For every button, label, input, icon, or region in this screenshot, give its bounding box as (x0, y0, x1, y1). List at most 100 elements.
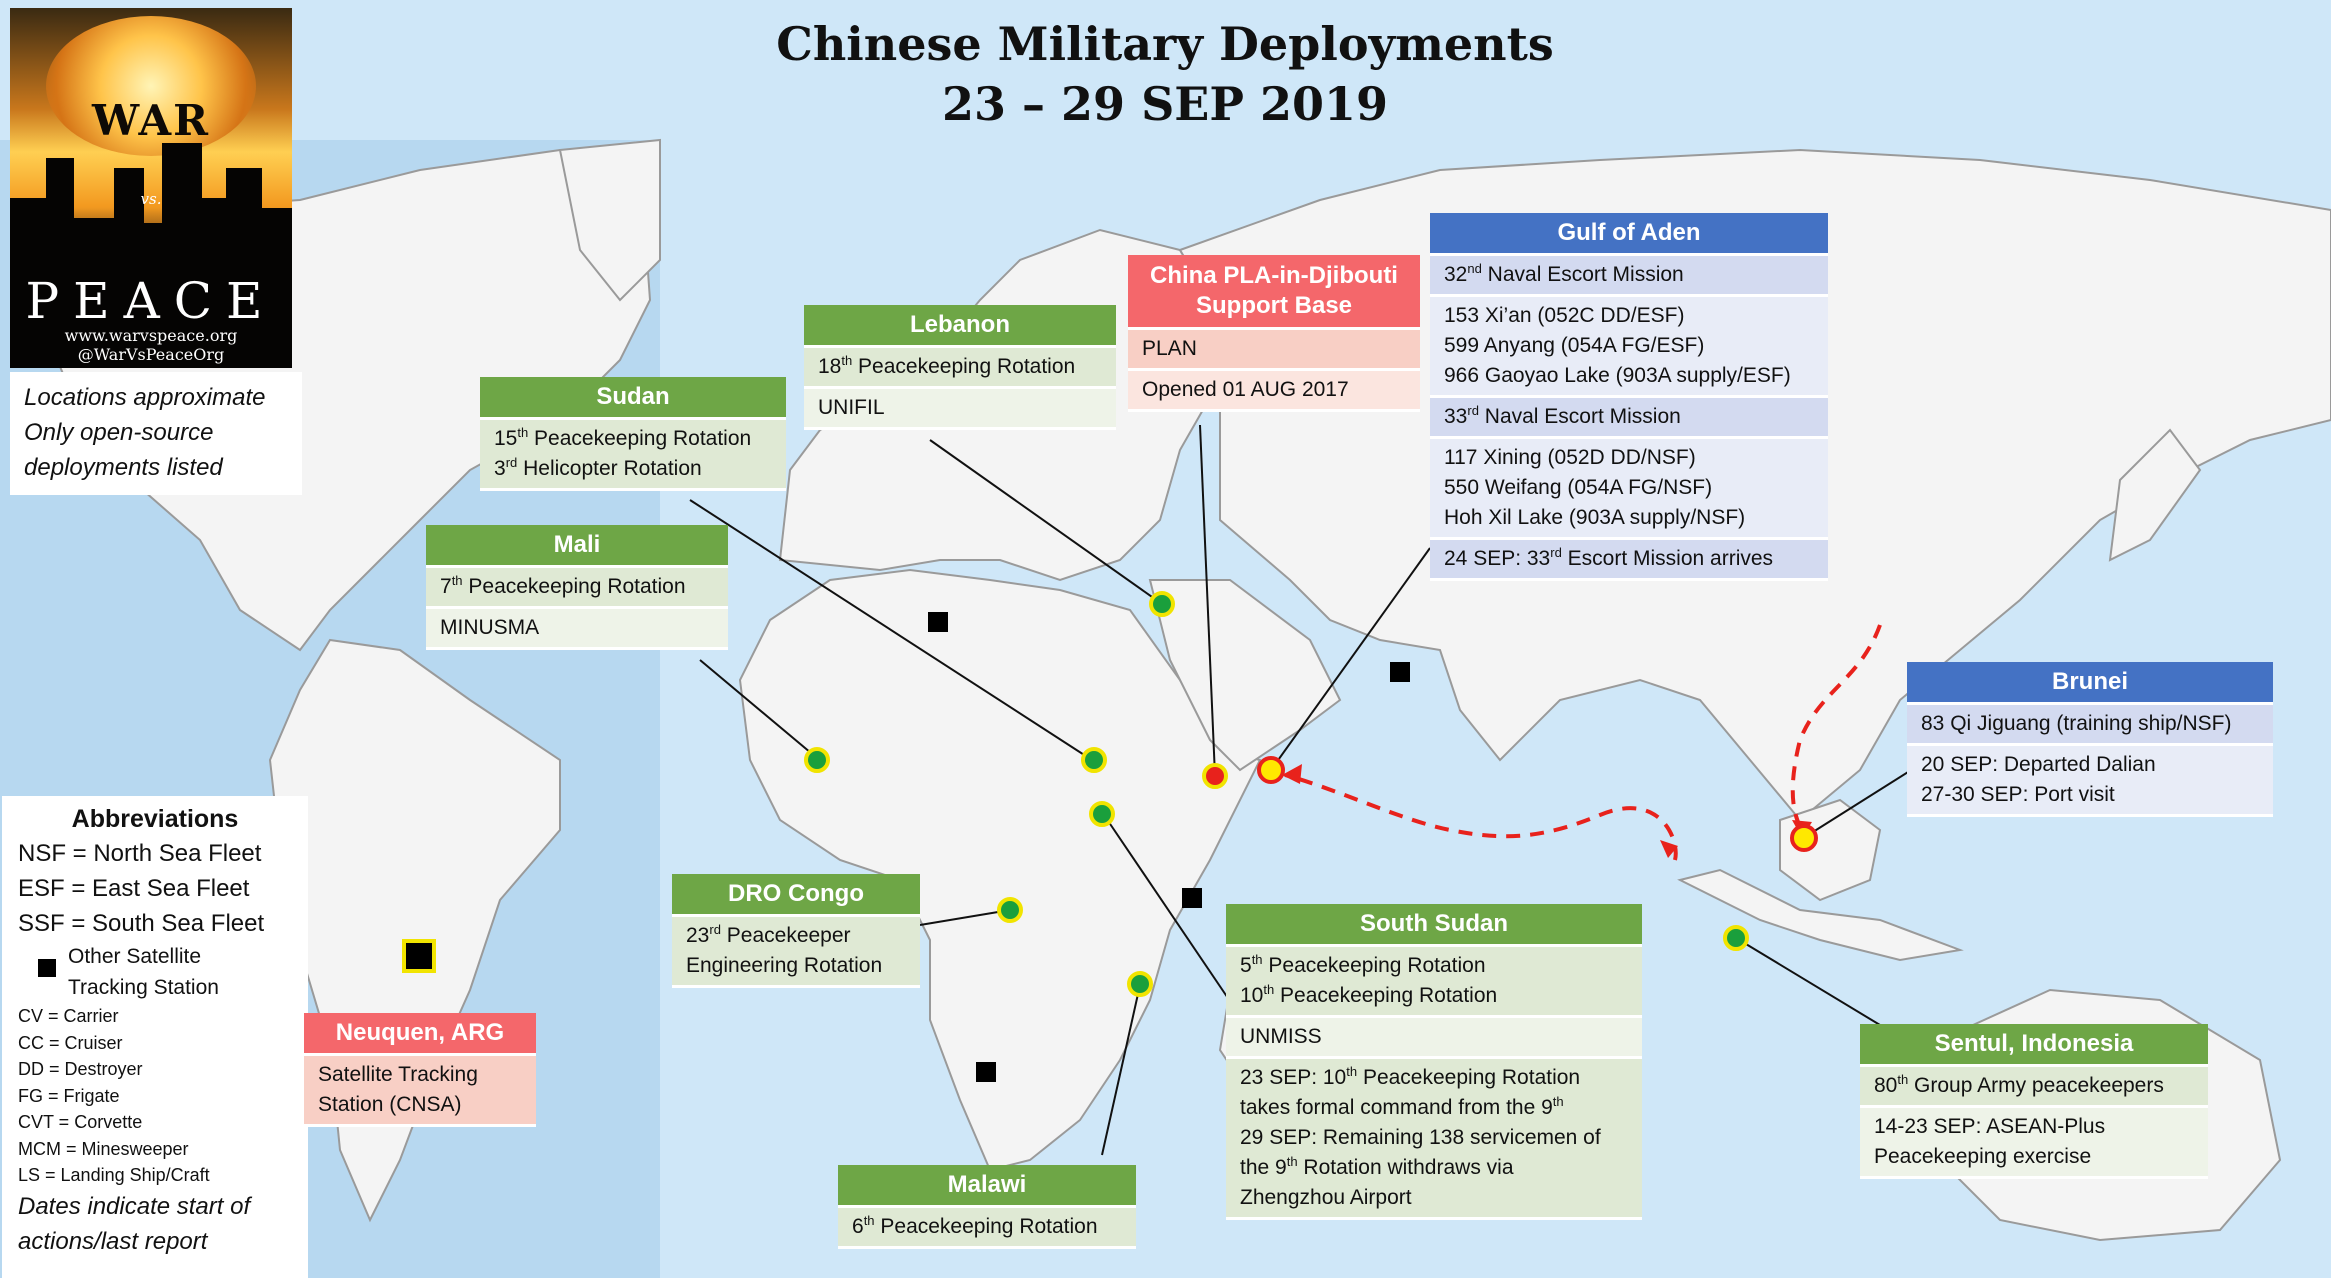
sat-station-neuquen (402, 939, 436, 973)
ordinal-suffix: rd (1467, 403, 1479, 418)
skyline-building (142, 223, 164, 368)
marker-gulf-of-aden (1257, 756, 1285, 784)
title-line-1: Chinese Military Deployments (776, 17, 1554, 71)
row-text: 29 SEP: Remaining 138 servicemen of (1240, 1126, 1601, 1149)
row-text: 24 SEP: 33 (1444, 547, 1551, 570)
row-text: Station (CNSA) (318, 1093, 462, 1116)
skyline-building (114, 168, 144, 368)
row-text: Peacekeeping Rotation (852, 355, 1076, 378)
sentul-box: Sentul, Indonesia 80th Group Army peacek… (1860, 1024, 2208, 1179)
logo-url[interactable]: www.warvspeace.org (64, 326, 238, 345)
ordinal-number: 3 (494, 457, 506, 480)
ordinal-number: 7 (440, 575, 452, 598)
leader-line-congo (919, 909, 1011, 926)
mission-32: 32nd Naval Escort Mission (1430, 256, 1828, 297)
skyline-building (226, 168, 262, 368)
ordinal-number: 80 (1874, 1074, 1898, 1097)
ordinal-suffix: th (1251, 952, 1263, 967)
leader-line-ssudan (1101, 811, 1237, 1011)
row-text: 14-23 SEP: ASEAN-Plus (1874, 1115, 2106, 1138)
sudan-rotations: 15th Peacekeeping Rotation 3rd Helicopte… (480, 420, 786, 491)
title-line-2: 23 – 29 SEP 2019 (942, 77, 1388, 131)
row-text: Peacekeeper (720, 924, 851, 947)
sat-station-pakistan (1390, 662, 1410, 682)
sat-station-algeria (928, 612, 948, 632)
row-text: Peacekeeping Rotation (874, 1215, 1098, 1238)
marker-mali (804, 747, 830, 773)
note-line: Only open-source (24, 419, 214, 446)
locations-note: Locations approximate Only open-source d… (10, 372, 302, 495)
skyline-building (72, 218, 118, 368)
marker-south-sudan (1089, 801, 1115, 827)
marker-congo (997, 897, 1023, 923)
ordinal-suffix: th (841, 353, 853, 368)
skyline-building (200, 198, 228, 368)
marker-lebanon (1149, 591, 1175, 617)
ship-line: 966 Gaoyao Lake (903A supply/ESF) (1444, 364, 1791, 387)
ordinal-suffix: th (451, 573, 463, 588)
djibouti-box: China PLA-in-Djibouti Support Base PLAN … (1128, 255, 1420, 412)
djibouti-header: China PLA-in-Djibouti Support Base (1128, 255, 1420, 330)
abbrev-cvt: CVT = Corvette (18, 1112, 143, 1132)
abbrev-dd: DD = Destroyer (18, 1059, 143, 1079)
skyline-building (46, 158, 74, 368)
ordinal-number: 18 (818, 355, 842, 378)
lebanon-rotation: 18th Peacekeeping Rotation (804, 348, 1116, 389)
row-text: Peacekeeping exercise (1874, 1145, 2092, 1168)
south-sudan-events: 23 SEP: 10th Peacekeeping Rotation takes… (1226, 1059, 1642, 1220)
mission-33: 33rd Naval Escort Mission (1430, 398, 1828, 439)
leader-line-mali (699, 659, 818, 759)
mali-rotation: 7th Peacekeeping Rotation (426, 568, 728, 609)
gulf-of-aden-box: Gulf of Aden 32nd Naval Escort Mission 1… (1430, 213, 1828, 581)
indonesia-land (1677, 868, 1964, 962)
note-line: Locations approximate (24, 384, 266, 411)
ordinal-number: 33 (1444, 405, 1468, 428)
ordinal-number: 15 (494, 427, 518, 450)
row-text: Group Army peacekeepers (1908, 1074, 2164, 1097)
leader-line-sudan (689, 499, 1093, 761)
sat-station-kenya (1182, 888, 1202, 908)
neuquen-station: Satellite Tracking Station (CNSA) (304, 1056, 536, 1127)
malawi-header: Malawi (838, 1165, 1136, 1208)
abbreviations-heading: Abbreviations (71, 805, 239, 833)
japan-land (2108, 428, 2202, 562)
djibouti-title-line-2: Support Base (1195, 292, 1353, 319)
gulf-of-aden-header: Gulf of Aden (1430, 213, 1828, 256)
row-text: Peacekeeping Rotation (528, 427, 752, 450)
leader-line-aden (1270, 547, 1431, 771)
south-sudan-mission: UNMISS (1226, 1018, 1642, 1059)
logo-handle: @WarVsPeaceOrg (77, 345, 225, 364)
mushroom-cloud-graphic (46, 16, 256, 156)
ordinal-number: 10 (1240, 984, 1264, 1007)
route-arrow-head (1282, 764, 1302, 784)
marker-brunei (1790, 824, 1818, 852)
djibouti-service: PLAN (1128, 330, 1420, 371)
abbrev-ssf: SSF = South Sea Fleet (18, 910, 265, 937)
ship-line: 550 Weifang (054A FG/NSF) (1444, 476, 1713, 499)
escort-route (1284, 773, 1678, 861)
ship-line: 599 Anyang (054A FG/ESF) (1444, 334, 1705, 357)
sudan-box: Sudan 15th Peacekeeping Rotation 3rd Hel… (480, 377, 786, 491)
legend-sat-line-2: Tracking Station (68, 976, 219, 999)
lebanon-mission: UNIFIL (804, 389, 1116, 430)
legend-satellite-station: Other Satellite Tracking Station (38, 941, 292, 1003)
neuquen-header: Neuquen, ARG (304, 1013, 536, 1056)
row-text: takes formal command from the 9 (1240, 1096, 1553, 1119)
ordinal-suffix: th (1897, 1072, 1909, 1087)
brunei-box: Brunei 83 Qi Jiguang (training ship/NSF)… (1907, 662, 2273, 817)
mali-box: Mali 7th Peacekeeping Rotation MINUSMA (426, 525, 728, 650)
brunei-header: Brunei (1907, 662, 2273, 705)
row-text: Rotation withdraws via (1297, 1156, 1514, 1179)
ordinal-number: 5 (1240, 954, 1252, 977)
black-square-icon (38, 959, 56, 977)
dates-note-line-1: Dates indicate start of (18, 1192, 251, 1220)
ship-line: 153 Xi’an (052C DD/ESF) (1444, 304, 1685, 327)
marker-sentul (1723, 925, 1749, 951)
row-text: Satellite Tracking (318, 1063, 478, 1086)
note-line: deployments listed (24, 454, 223, 481)
abbrev-mcm: MCM = Minesweeper (18, 1138, 189, 1159)
sentul-unit: 80th Group Army peacekeepers (1860, 1067, 2208, 1108)
brunei-events: 20 SEP: Departed Dalian 27-30 SEP: Port … (1907, 746, 2273, 817)
ordinal-suffix: rd (1550, 545, 1562, 560)
skyline-building (10, 198, 50, 368)
